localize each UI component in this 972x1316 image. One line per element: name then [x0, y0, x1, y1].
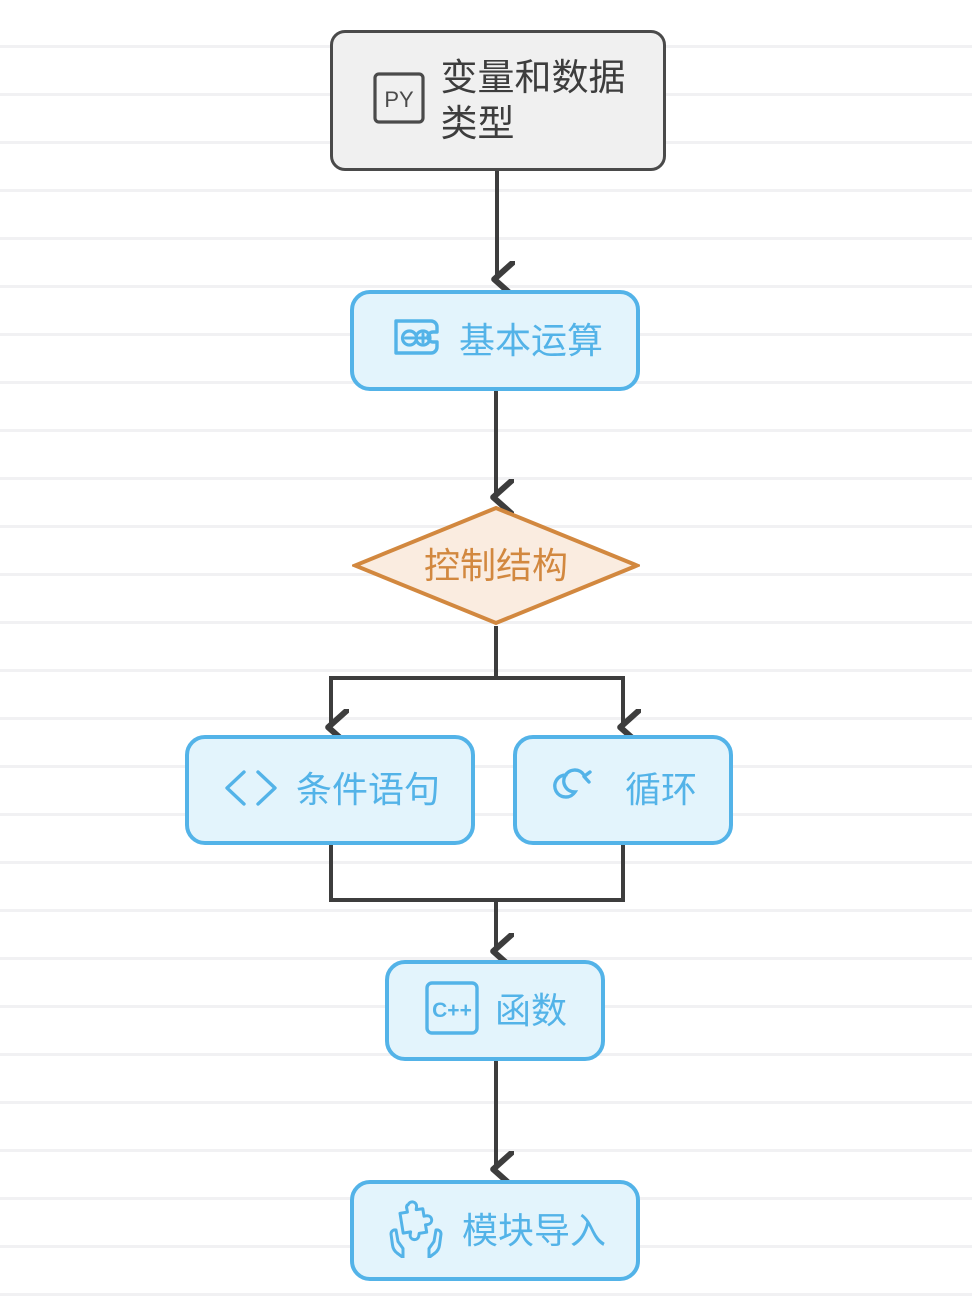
- node-loop-label: 循环: [624, 769, 697, 811]
- svg-text:PY: PY: [384, 87, 414, 112]
- edge-loop-to-function: [496, 845, 625, 902]
- diamond-shape: [352, 505, 640, 626]
- py-badge-icon: PY: [371, 70, 427, 131]
- node-variables[interactable]: PY 变量和数据 类型: [330, 30, 666, 171]
- node-module-import-label: 模块导入: [461, 1209, 606, 1251]
- node-control[interactable]: 控制结构: [352, 505, 640, 626]
- node-variables-label: 变量和数据 类型: [440, 57, 626, 144]
- node-conditional-label: 条件语句: [295, 769, 440, 811]
- node-control-label: 控制结构: [423, 544, 568, 586]
- cpp-badge-icon: C++: [423, 979, 481, 1042]
- arduino-board-icon: [387, 309, 445, 372]
- node-operations-label: 基本运算: [458, 319, 603, 361]
- edge-conditional-to-function: [329, 845, 496, 950]
- angle-brackets-icon: [220, 764, 282, 817]
- edge-control-to-conditional: [331, 626, 498, 726]
- puzzle-in-hands-icon: [384, 1198, 448, 1263]
- svg-text:C++: C++: [432, 999, 472, 1022]
- infinity-loop-icon: [549, 764, 611, 817]
- node-module-import[interactable]: 模块导入: [350, 1180, 640, 1281]
- node-conditional[interactable]: 条件语句: [185, 735, 475, 845]
- node-operations[interactable]: 基本运算: [350, 290, 640, 391]
- edge-control-to-loop: [496, 676, 623, 726]
- node-loop[interactable]: 循环: [513, 735, 733, 845]
- node-function-label: 函数: [494, 989, 567, 1031]
- node-function[interactable]: C++ 函数: [385, 960, 605, 1061]
